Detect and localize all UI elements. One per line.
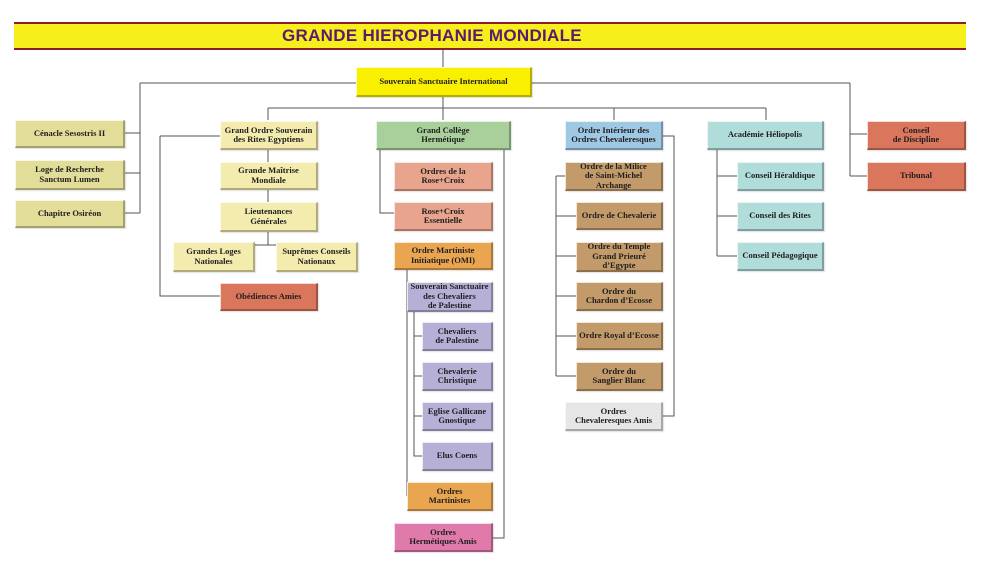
connector-col4 <box>716 150 737 257</box>
connector-col2 <box>379 150 505 539</box>
node-elus: Elus Coens <box>422 442 493 471</box>
node-scn: Suprêmes Conseils Nationaux <box>276 242 358 272</box>
node-sscp: Souverain Sanctuaire des Chevaliers de P… <box>407 282 493 312</box>
node-obed: Obédiences Amies <box>220 283 318 311</box>
node-academie: Académie Héliopolis <box>707 121 824 150</box>
node-rce: Rose+Croix Essentielle <box>394 202 493 231</box>
node-rites: Conseil des Rites <box>737 202 824 231</box>
node-gosre: Grand Ordre Souverain des Rites Egyptien… <box>220 121 318 150</box>
node-ochev: Ordre de Chevalerie <box>576 202 663 230</box>
node-orc: Ordres de la Rose+Croix <box>394 162 493 191</box>
node-herald: Conseil Héraldique <box>737 162 824 191</box>
node-chevpal: Chevaliers de Palestine <box>422 322 493 351</box>
node-temple: Ordre du Temple Grand Prieuré d’Egypte <box>576 242 663 272</box>
node-chevchr: Chevalerie Christique <box>422 362 493 391</box>
node-oioc: Ordre Intérieur des Ordres Chevaleresque… <box>565 121 663 150</box>
title-bar: GRANDE HIEROPHANIE MONDIALE <box>14 22 966 50</box>
connector-omi-sub <box>413 312 422 457</box>
node-root: Souverain Sanctuaire International <box>356 67 532 97</box>
node-peda: Conseil Pédagogique <box>737 242 824 271</box>
node-gln: Grandes Loges Nationales <box>173 242 255 272</box>
node-milice: Ordre de la Milice de Saint-Michel Archa… <box>565 161 663 191</box>
node-chardon: Ordre du Chardon d’Ecosse <box>576 282 663 311</box>
node-trib: Tribunal <box>867 162 966 191</box>
node-oca: Ordres Chevaleresques Amis <box>565 402 663 431</box>
node-omi: Ordre Martiniste Initiatique (OMI) <box>394 242 493 270</box>
page-title: GRANDE HIEROPHANIE MONDIALE <box>282 26 582 45</box>
connector-col3 <box>555 135 675 417</box>
node-lieut: Lieutenances Générales <box>220 202 318 232</box>
node-gch: Grand Collège Hermétique <box>376 121 511 150</box>
node-gmm: Grande Maîtrise Mondiale <box>220 162 318 190</box>
node-chapitre: Chapitre Osiréon <box>15 200 125 228</box>
node-cenacle: Cénacle Sesostris II <box>15 120 125 148</box>
node-oha: Ordres Hermétiques Amis <box>394 523 493 552</box>
node-sanglier: Ordre du Sanglier Blanc <box>576 362 663 391</box>
connector-mid-bus <box>267 107 767 120</box>
node-royal: Ordre Royal d’Ecosse <box>576 322 663 350</box>
node-omart: Ordres Martinistes <box>407 482 493 511</box>
node-egg: Eglise Gallicane Gnostique <box>422 402 493 431</box>
node-disc: Conseil de Discipline <box>867 121 966 150</box>
connector-right-group <box>849 83 867 177</box>
connector-left-group <box>125 83 141 214</box>
node-loge: Loge de Recherche Sanctum Lumen <box>15 160 125 190</box>
